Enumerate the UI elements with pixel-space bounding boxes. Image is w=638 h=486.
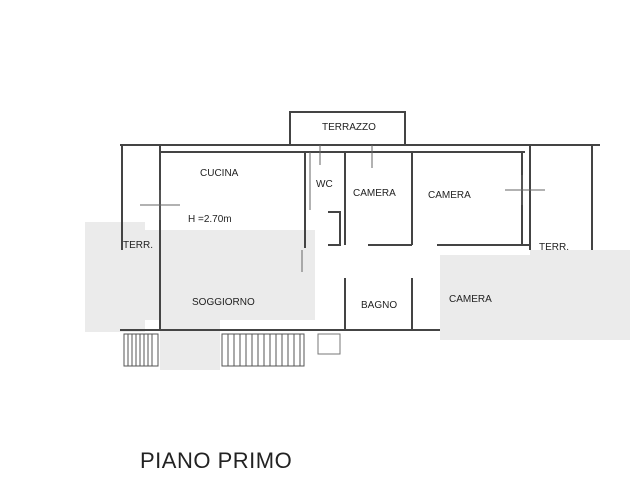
terrazzo-wall	[289, 111, 406, 145]
label-terr-right: TERR.	[539, 242, 569, 253]
label-camera-3: CAMERA	[449, 294, 492, 305]
blur-patch-bottom	[160, 320, 220, 370]
label-wc: WC	[316, 179, 333, 190]
label-soggiorno: SOGGIORNO	[192, 297, 255, 308]
blur-patch-right	[440, 255, 530, 340]
stairs-left	[123, 333, 159, 367]
label-camera-2: CAMERA	[428, 190, 471, 201]
wc-door	[328, 211, 341, 246]
blur-patch-center	[145, 230, 315, 320]
label-terrazzo: TERRAZZO	[322, 122, 376, 133]
label-bagno: BAGNO	[361, 300, 397, 311]
blur-patch-left	[85, 222, 145, 332]
label-cucina: CUCINA	[200, 168, 239, 179]
floor-title: PIANO PRIMO	[140, 448, 293, 473]
stair-landing	[317, 333, 341, 355]
blur-patch-far-right	[530, 250, 630, 340]
label-terr-left: TERR.	[123, 240, 153, 251]
stairs-center	[221, 333, 305, 367]
label-camera-1: CAMERA	[353, 188, 396, 199]
label-height: H =2.70m	[188, 214, 232, 225]
